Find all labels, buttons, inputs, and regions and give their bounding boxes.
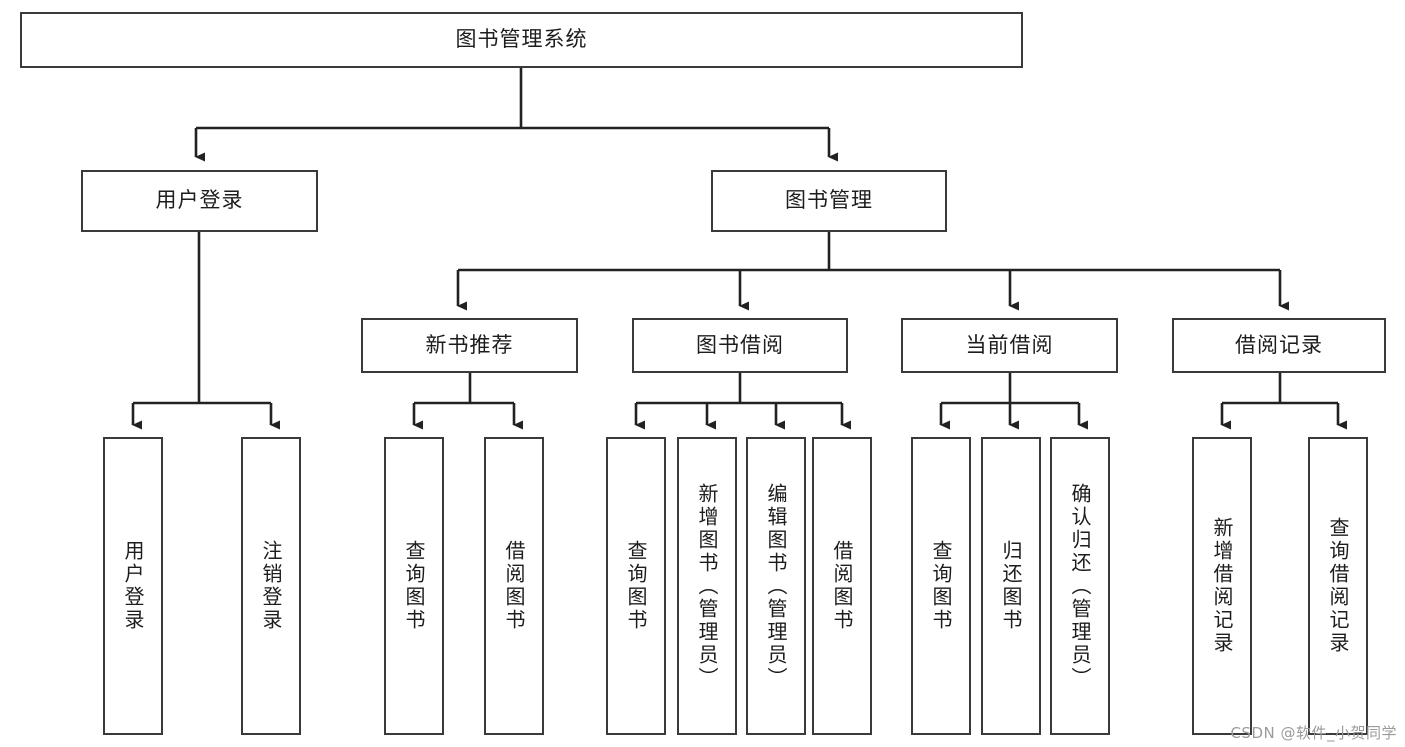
leaf-logout-label: 注销登录 (259, 540, 283, 632)
leaf-query-book-current[interactable]: 查询图书 (911, 437, 971, 735)
node-book-management[interactable]: 图书管理 (711, 170, 947, 232)
leaf-return-book[interactable]: 归还图书 (981, 437, 1041, 735)
leaf-edit-book[interactable]: 编辑图书（管理员） (746, 437, 806, 735)
node-borrow-record-label: 借阅记录 (1235, 332, 1323, 357)
leaf-add-book[interactable]: 新增图书（管理员） (677, 437, 737, 735)
leaf-edit-book-label: 编辑图书（管理员） (764, 482, 788, 690)
node-current-borrow[interactable]: 当前借阅 (901, 318, 1118, 373)
leaf-borrow-book[interactable]: 借阅图书 (812, 437, 872, 735)
leaf-query-borrow-record-label: 查询借阅记录 (1326, 517, 1350, 655)
leaf-return-book-label: 归还图书 (999, 540, 1023, 632)
node-user-login-label: 用户登录 (155, 188, 244, 213)
leaf-query-book-recommend-label: 查询图书 (402, 540, 426, 632)
leaf-user-login[interactable]: 用户登录 (103, 437, 163, 735)
leaf-confirm-return[interactable]: 确认归还（管理员） (1050, 437, 1110, 735)
node-book-borrow-label: 图书借阅 (696, 332, 784, 357)
node-new-book-recommend-label: 新书推荐 (425, 332, 514, 357)
node-current-borrow-label: 当前借阅 (965, 332, 1054, 357)
leaf-add-borrow-record-label: 新增借阅记录 (1210, 517, 1234, 655)
leaf-query-book-recommend[interactable]: 查询图书 (384, 437, 444, 735)
leaf-add-book-label: 新增图书（管理员） (695, 482, 719, 690)
leaf-confirm-return-label: 确认归还（管理员） (1068, 482, 1092, 690)
node-user-login[interactable]: 用户登录 (81, 170, 318, 232)
leaf-query-book-borrow-label: 查询图书 (624, 540, 648, 632)
node-book-management-label: 图书管理 (785, 188, 873, 213)
leaf-borrow-book-label: 借阅图书 (830, 540, 854, 632)
leaf-query-borrow-record[interactable]: 查询借阅记录 (1308, 437, 1368, 735)
node-root-system[interactable]: 图书管理系统 (20, 12, 1023, 68)
leaf-add-borrow-record[interactable]: 新增借阅记录 (1192, 437, 1252, 735)
leaf-query-book-current-label: 查询图书 (929, 540, 953, 632)
node-book-borrow[interactable]: 图书借阅 (632, 318, 848, 373)
leaf-borrow-book-recommend[interactable]: 借阅图书 (484, 437, 544, 735)
node-borrow-record[interactable]: 借阅记录 (1172, 318, 1386, 373)
leaf-user-login-label: 用户登录 (121, 540, 145, 632)
node-new-book-recommend[interactable]: 新书推荐 (361, 318, 578, 373)
leaf-logout[interactable]: 注销登录 (241, 437, 301, 735)
watermark-text: CSDN @软件_小贺同学 (1230, 724, 1397, 742)
leaf-borrow-book-recommend-label: 借阅图书 (502, 540, 526, 632)
leaf-query-book-borrow[interactable]: 查询图书 (606, 437, 666, 735)
node-root-system-label: 图书管理系统 (455, 27, 588, 52)
